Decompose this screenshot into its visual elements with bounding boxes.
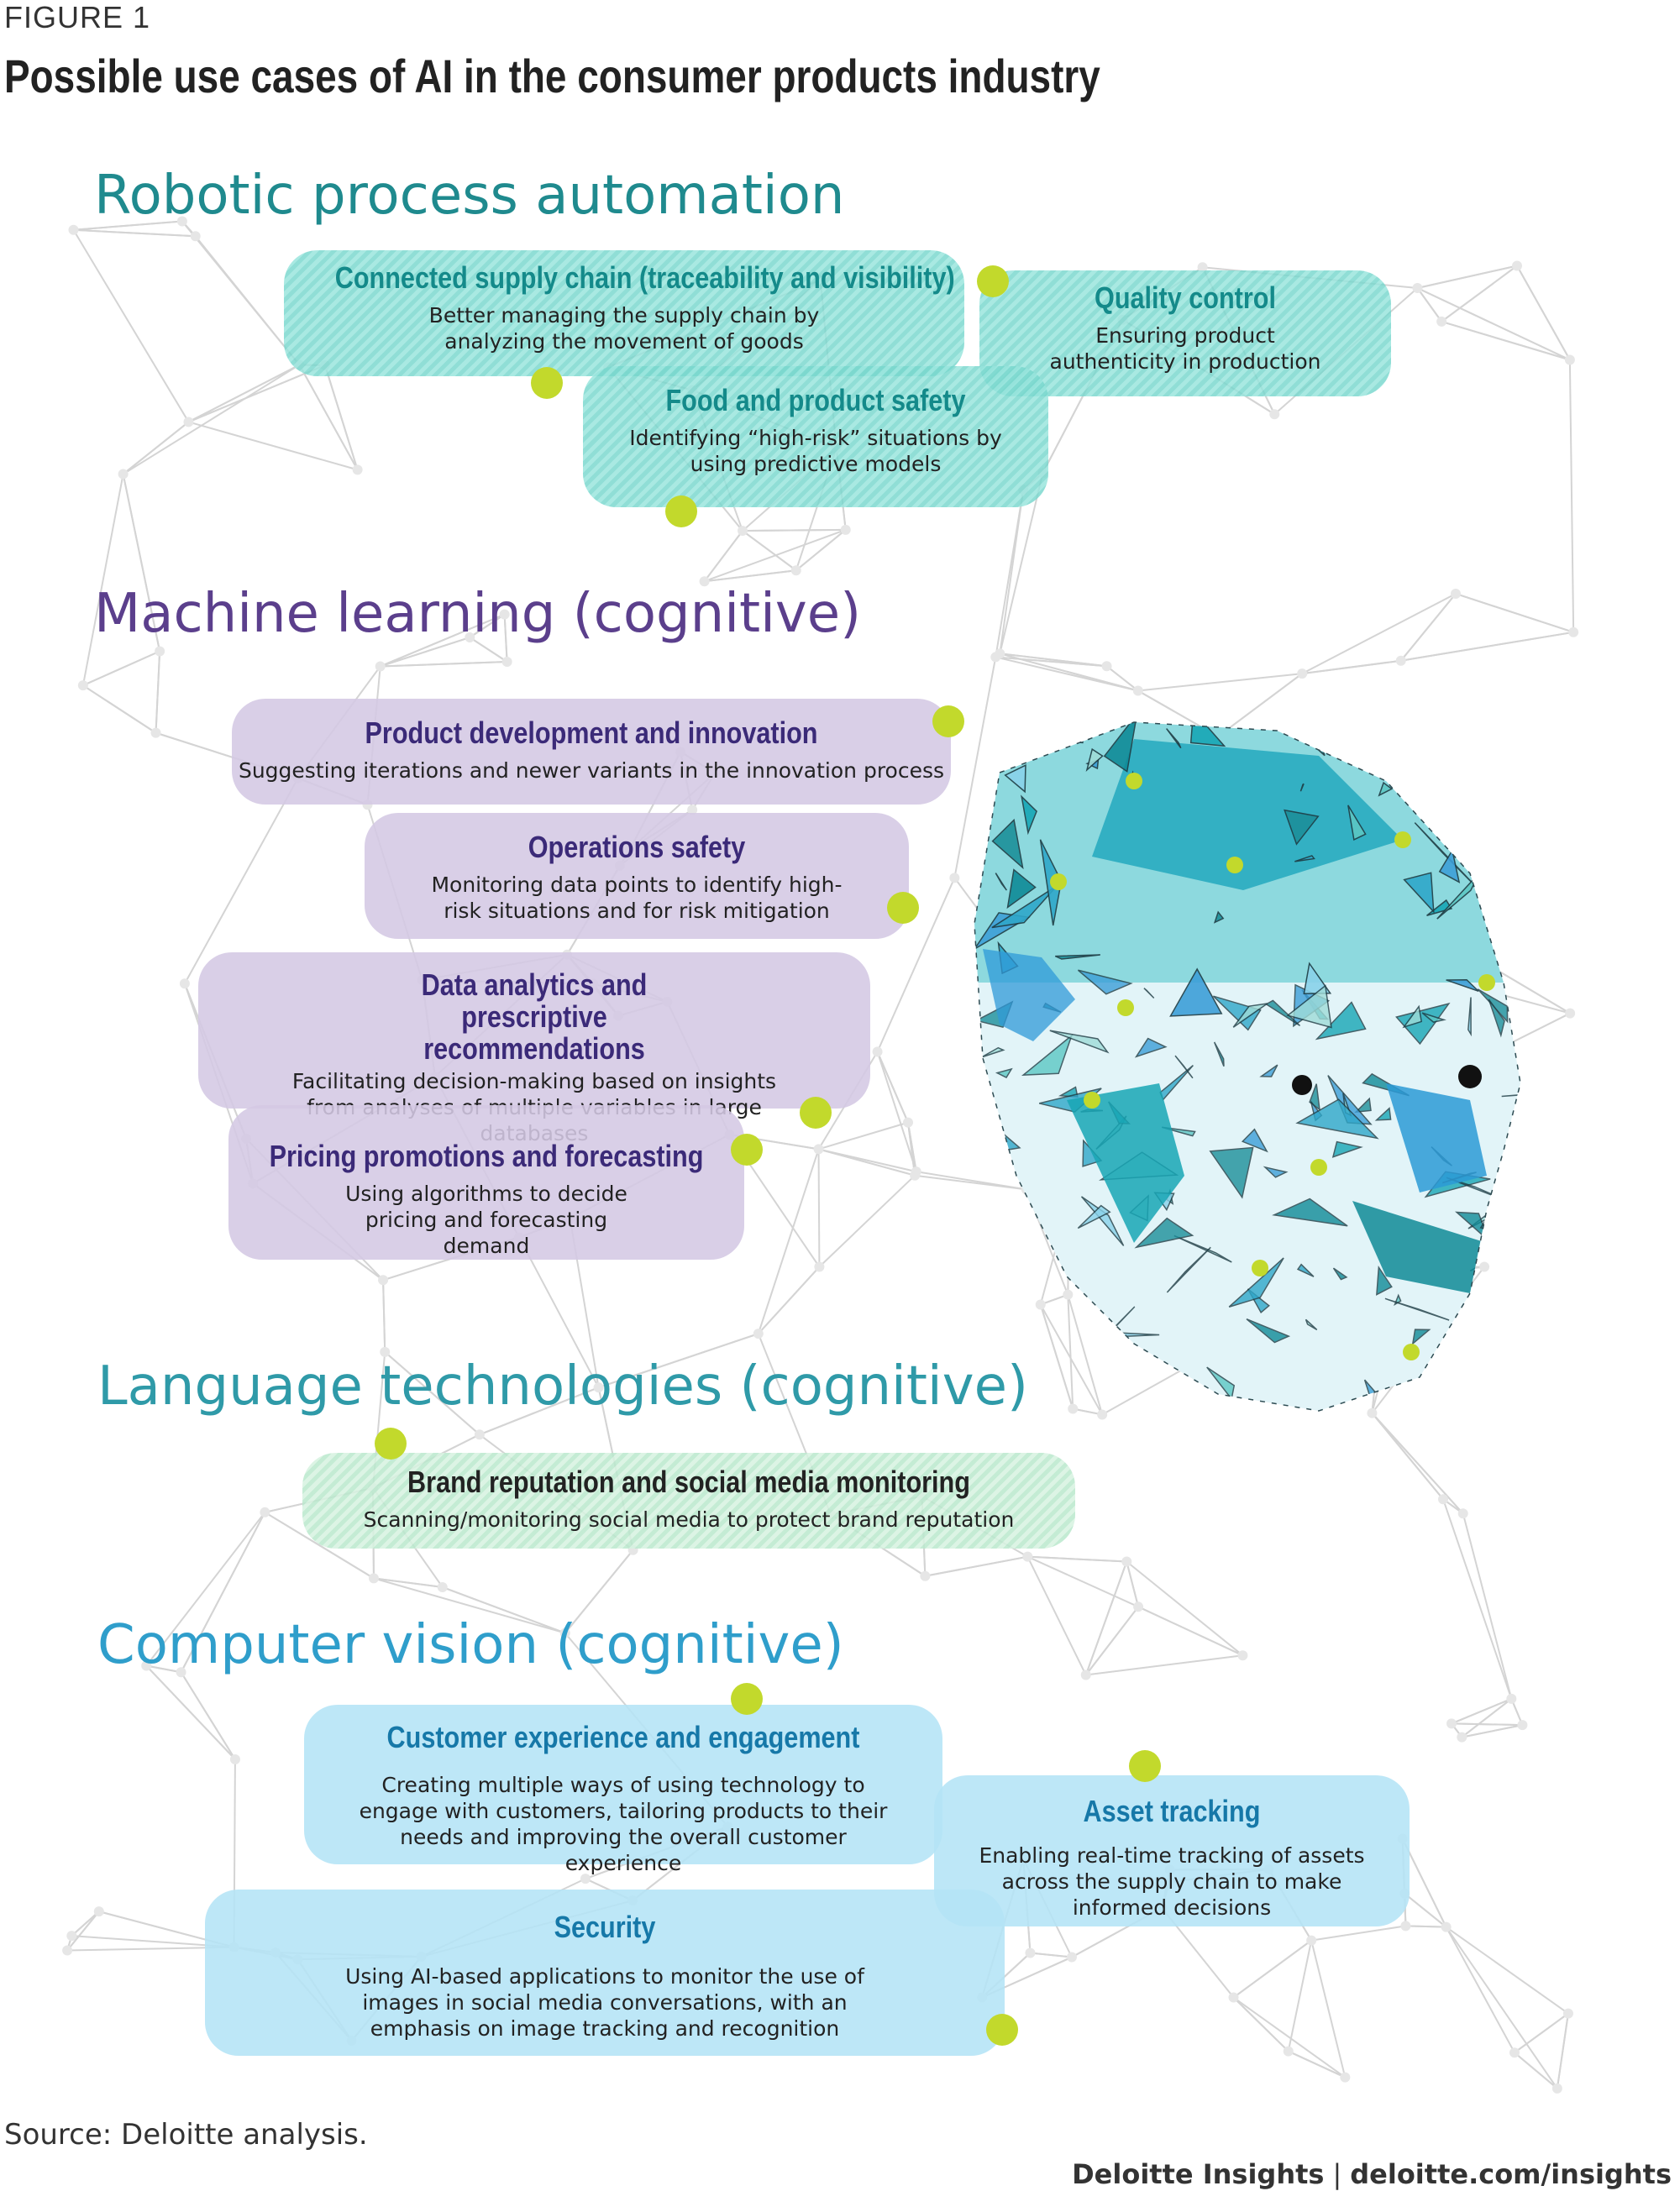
connector-dot	[731, 1683, 763, 1715]
box-description: Scanning/monitoring social media to prot…	[363, 1507, 1015, 1532]
box-asset-tracking: Asset tracking Enabling real-time tracki…	[934, 1775, 1410, 1926]
polygon-face-illustration	[974, 721, 1521, 1412]
box-food-product-safety: Food and product safety Identifying “hig…	[583, 366, 1048, 507]
box-description: Using AI-based applications to monitor t…	[345, 1964, 864, 2041]
section-title-rpa: Robotic process automation	[94, 165, 845, 227]
credit-line: Deloitte Insights|deloitte.com/insights	[1072, 2158, 1672, 2190]
box-title: Product development and innovation	[365, 715, 818, 750]
box-description: Creating multiple ways of using technolo…	[359, 1773, 888, 1875]
box-description: Ensuring product authenticity in product…	[1049, 323, 1321, 374]
box-description: Identifying “high-risk” situations by us…	[629, 426, 1002, 476]
box-security: Security Using AI-based applications to …	[205, 1890, 1005, 2056]
box-data-analytics: Data analytics and prescriptive recommen…	[198, 952, 870, 1145]
box-title: Connected supply chain (traceability and…	[334, 260, 955, 295]
connector-dot	[887, 892, 919, 924]
credit-separator: |	[1332, 2158, 1342, 2190]
box-title: Data analytics and prescriptive recommen…	[421, 967, 648, 1066]
box-product-development: Product development and innovation Sugge…	[232, 699, 951, 805]
box-title: Quality control	[1095, 280, 1276, 315]
box-connected-supply-chain: Connected supply chain (traceability and…	[284, 250, 964, 376]
box-brand-reputation: Brand reputation and social media monito…	[302, 1453, 1075, 1549]
box-title: Food and product safety	[665, 383, 966, 417]
box-description: Monitoring data points to identify high-…	[431, 873, 843, 923]
credit-brand: Deloitte Insights	[1072, 2158, 1325, 2190]
connector-dot	[731, 1134, 763, 1166]
box-pricing-promotions: Pricing promotions and forecasting Using…	[228, 1105, 744, 1260]
figure-label: FIGURE 1	[4, 0, 151, 34]
box-title: Operations safety	[528, 830, 746, 864]
section-title-language: Language technologies (cognitive)	[97, 1355, 1028, 1418]
box-title: Pricing promotions and forecasting	[269, 1139, 704, 1173]
credit-url[interactable]: deloitte.com/insights	[1350, 2158, 1672, 2190]
box-title: Brand reputation and social media monito…	[407, 1465, 970, 1499]
section-title-ml: Machine learning (cognitive)	[94, 583, 862, 645]
box-quality-control: Quality control Ensuring product authent…	[979, 270, 1391, 396]
box-title: Security	[554, 1910, 656, 1944]
figure-title: Possible use cases of AI in the consumer…	[4, 50, 1100, 102]
source-note: Source: Deloitte analysis.	[4, 2118, 368, 2152]
box-description: Suggesting iterations and newer variants…	[238, 758, 945, 783]
box-customer-experience: Customer experience and engagement Creat…	[304, 1705, 942, 1875]
connector-dot	[800, 1097, 832, 1129]
box-description: Better managing the supply chain by anal…	[428, 303, 820, 354]
box-description: Using algorithms to decide pricing and f…	[345, 1182, 627, 1258]
connector-dot	[375, 1428, 407, 1460]
connector-dot	[986, 2014, 1018, 2046]
box-title: Asset tracking	[1083, 1794, 1261, 1828]
section-title-vision: Computer vision (cognitive)	[97, 1614, 844, 1676]
box-operations-safety: Operations safety Monitoring data points…	[365, 813, 909, 939]
connector-dot	[977, 265, 1009, 297]
box-title: Customer experience and engagement	[386, 1720, 860, 1754]
connector-dot	[665, 495, 697, 527]
connector-dot	[1129, 1750, 1161, 1782]
connector-dot	[932, 705, 964, 737]
connector-dot	[531, 367, 563, 399]
box-description: Enabling real-time tracking of assets ac…	[979, 1843, 1365, 1920]
